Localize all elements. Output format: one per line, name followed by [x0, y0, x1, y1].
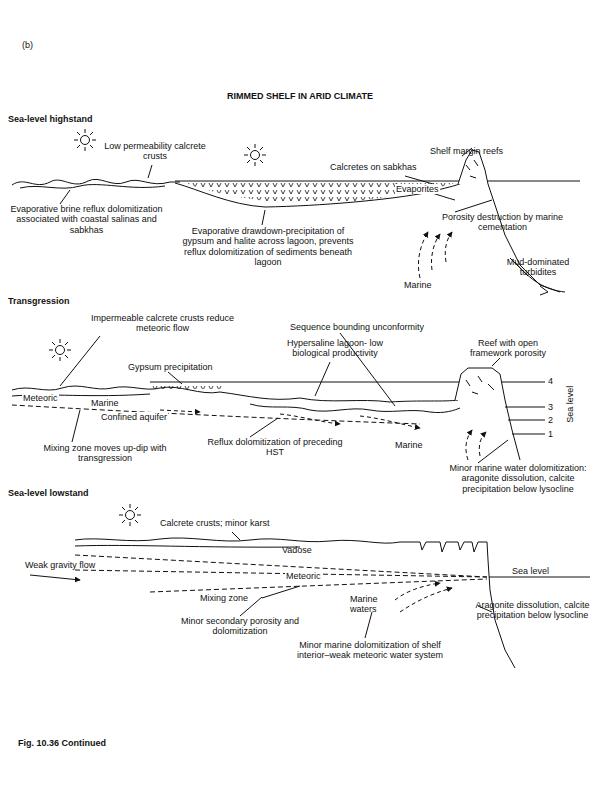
annotation-label: Sequence bounding unconformity: [290, 322, 460, 332]
section-heading: Transgression: [8, 296, 148, 306]
annotation-label: Meteoric: [22, 393, 59, 403]
annotation-label: Marine waters: [350, 594, 400, 615]
annotation-label: Calcrete crusts; minor karst: [160, 518, 320, 528]
annotation-label: (b): [22, 40, 62, 50]
annotation-label: Marine: [404, 280, 454, 290]
annotation-label: Evaporites: [395, 184, 440, 194]
annotation-label: Low permeability calcrete crusts: [100, 141, 210, 162]
annotation-label: Vadose: [282, 545, 332, 555]
annotation-label: 4: [548, 376, 560, 386]
section-heading: Sea-level highstand: [8, 114, 148, 124]
annotation-label: Impermeable calcrete crusts reduce meteo…: [80, 313, 245, 334]
annotation-label: Mixing zone: [200, 593, 270, 603]
annotation-label: Marine: [395, 440, 445, 450]
annotation-label: Aragonite dissolution, calcite precipita…: [470, 600, 595, 621]
annotation-label: 1: [548, 429, 560, 439]
annotation-label: Sea level: [512, 566, 572, 576]
annotation-label: Evaporative brine reflux dolomitization …: [4, 204, 169, 235]
annotation-label: Shelf margin reefs: [430, 146, 540, 156]
annotation-label: Gypsum precipitation: [128, 362, 238, 372]
annotation-label: Reef with open framework porosity: [458, 338, 558, 359]
figure-title: RIMMED SHELF IN ARID CLIMATE: [150, 91, 450, 101]
annotation-label: Hypersaline lagoon- low biological produ…: [270, 338, 400, 359]
annotation-label: 2: [548, 415, 560, 425]
annotation-label: Reflux dolomitization of preceding HST: [205, 437, 345, 458]
annotation-label: Mixing zone moves up-dip with transgress…: [30, 443, 180, 464]
annotation-label: Minor marine dolomitization of shelf int…: [290, 640, 450, 661]
annotation-label: Confined aquifer: [100, 412, 168, 422]
annotation-label: Porosity destruction by marine cementati…: [440, 212, 565, 233]
figure-caption: Fig. 10.36 Continued: [18, 738, 268, 748]
annotation-label: Marine: [90, 398, 120, 408]
annotation-label: Minor secondary porosity and dolomitizat…: [170, 616, 310, 637]
annotation-label: Evaporative drawdown-precipitation of gy…: [178, 226, 358, 267]
annotation-label: Mud-dominated turbidites: [493, 257, 583, 278]
annotation-label: Weak gravity flow: [25, 560, 135, 570]
section-heading: Sea-level lowstand: [8, 488, 148, 498]
annotation-label: Sea level: [565, 376, 575, 432]
annotation-label: 3: [548, 402, 560, 412]
annotation-label: Calcretes on sabkhas: [330, 162, 450, 172]
annotation-label: Meteoric: [285, 571, 322, 581]
annotation-label: Minor marine water dolomitization: arago…: [448, 463, 588, 494]
